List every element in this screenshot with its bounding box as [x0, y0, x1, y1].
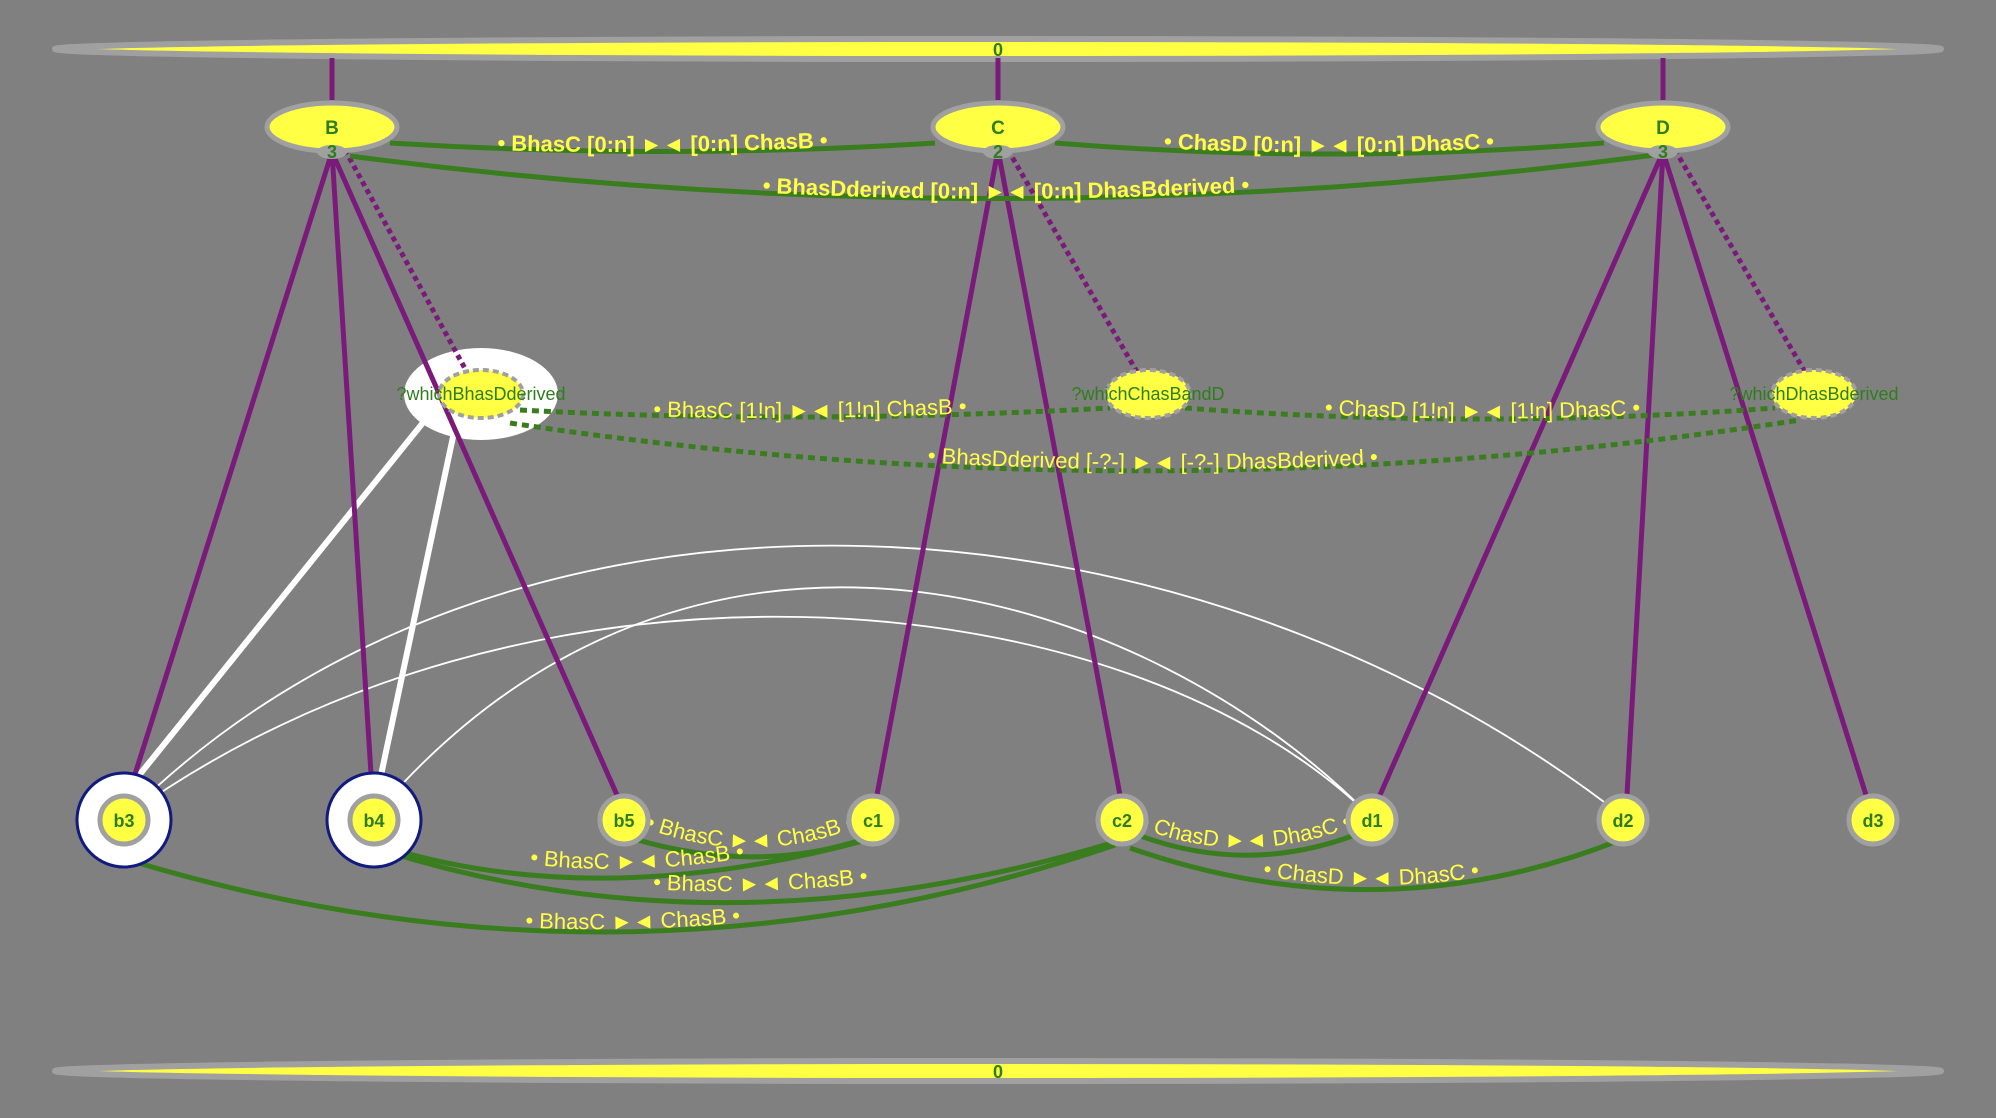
arc-b4-d1 — [371, 586, 1373, 819]
type-node-label: B — [325, 118, 339, 139]
type-relation-label: • BhasDderived [0:n] ►◄ [0:n] DhasBderiv… — [762, 172, 1250, 204]
query-node-whichBhasDderived[interactable]: ?whichBhasDderived — [396, 368, 566, 420]
query-node-whichChasBandD[interactable]: ?whichChasBandD — [1071, 368, 1225, 420]
instance-relation-label: • BhasC ►◄ ChasB • — [525, 903, 741, 935]
type-node-B[interactable]: B 3 — [264, 100, 400, 162]
instance-node-label: c2 — [1112, 811, 1132, 831]
query-relation-label: • ChasD [1!n] ►◄ [1!n] DhasC • — [1324, 395, 1640, 424]
instance-node-label: d3 — [1862, 811, 1883, 831]
instance-node-label: c1 — [863, 811, 883, 831]
instance-arcs — [123, 544, 1626, 819]
query-node-label: ?whichBhasDderived — [396, 384, 565, 404]
type-node-count: 3 — [327, 142, 337, 162]
instance-node-c1[interactable]: c1 — [846, 793, 900, 847]
query-match-edge-b3 — [121, 402, 441, 796]
instance-node-b5[interactable]: b5 — [597, 793, 651, 847]
instance-node-d2[interactable]: d2 — [1596, 793, 1650, 847]
instance-node-label: b5 — [613, 811, 634, 831]
arc-b3-d1 — [123, 615, 1373, 819]
instance-node-b4[interactable]: b4 — [325, 771, 423, 869]
top-bar-label: 0 — [993, 40, 1003, 60]
query-relation-label: • BhasC [1!n] ►◄ [1!n] ChasB • — [653, 394, 967, 423]
type-node-C[interactable]: C 2 — [930, 100, 1066, 162]
arc-b3-d2 — [123, 544, 1626, 819]
type-node-label: C — [991, 118, 1005, 139]
instance-node-d1[interactable]: d1 — [1345, 793, 1399, 847]
query-match-edge-b4 — [374, 403, 463, 795]
query-node-label: ?whichChasBandD — [1071, 384, 1224, 404]
type-node-label: D — [1656, 118, 1670, 139]
instance-relation-label: • ChasD ►◄ DhasC • — [1262, 856, 1481, 890]
type-relation-label: • ChasD [0:n] ►◄ [0:n] DhasC • — [1164, 128, 1495, 157]
query-relation-edges — [509, 405, 1801, 474]
instance-node-label: b3 — [113, 811, 134, 831]
top-bar[interactable]: 0 — [52, 36, 1944, 62]
instance-node-d3[interactable]: d3 — [1846, 793, 1900, 847]
instance-relation-edges — [134, 829, 1621, 935]
query-node-whichDhasBderived[interactable]: ?whichDhasBderived — [1729, 368, 1899, 420]
type-relation-label: • BhasC [0:n] ►◄ [0:n] ChasB • — [497, 127, 828, 157]
instance-node-label: d2 — [1612, 811, 1633, 831]
membership-edges — [127, 58, 1869, 797]
type-node-D[interactable]: D 3 — [1595, 100, 1731, 162]
instance-node-label: b4 — [363, 811, 384, 831]
query-relation-label: • BhasDderived [-?-] ►◄ [-?-] DhasBderiv… — [927, 443, 1378, 475]
type-node-count: 3 — [1658, 142, 1668, 162]
type-node-count: 2 — [993, 142, 1003, 162]
instance-node-b3[interactable]: b3 — [75, 771, 173, 869]
instance-node-c2[interactable]: c2 — [1095, 793, 1149, 847]
query-node-label: ?whichDhasBderived — [1729, 384, 1898, 404]
bottom-bar[interactable]: 0 — [52, 1058, 1944, 1084]
bottom-bar-label: 0 — [993, 1062, 1003, 1082]
type-relation-edges — [349, 140, 1663, 201]
instance-node-label: d1 — [1361, 811, 1382, 831]
